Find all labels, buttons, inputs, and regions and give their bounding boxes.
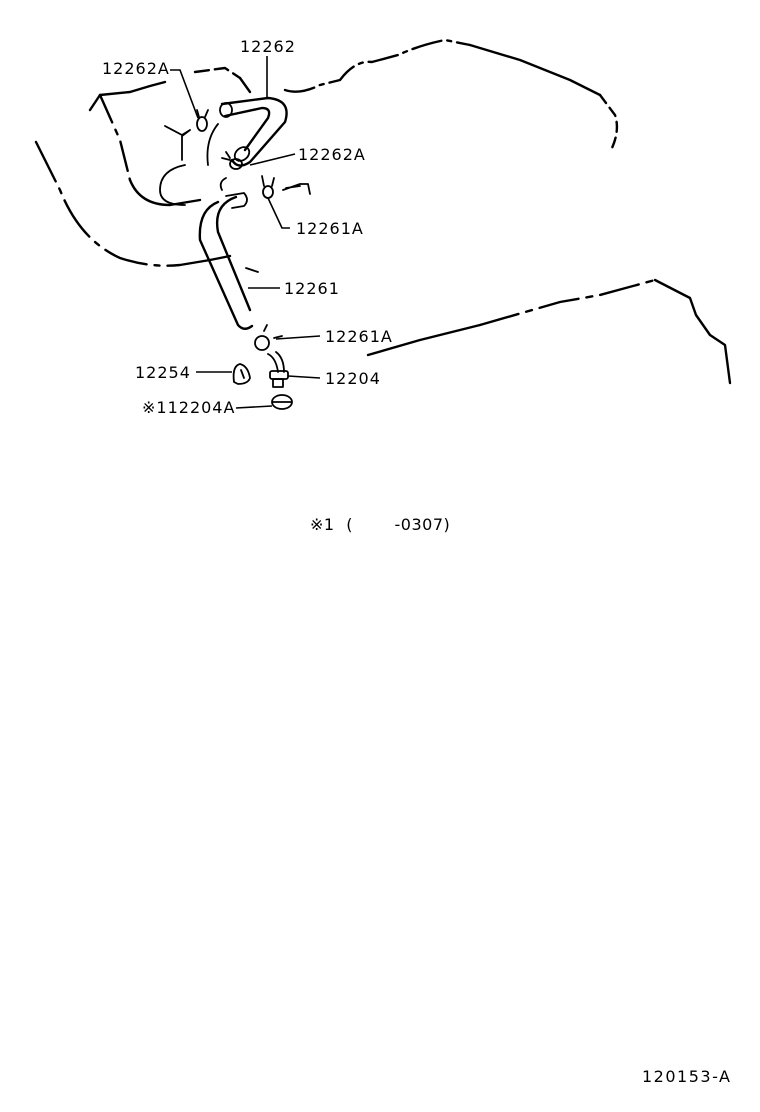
footnote-open-paren: (: [346, 515, 353, 534]
ring-112204A: [271, 394, 293, 410]
figure-code: 120153-A: [642, 1067, 732, 1086]
leader-lines: [170, 56, 321, 409]
grommet-12254: [232, 363, 251, 385]
label-12262: 12262: [240, 37, 296, 56]
hose-12262: [206, 96, 288, 167]
clip-12261A-upper: [261, 175, 275, 199]
label-12254: 12254: [135, 363, 191, 382]
footnote: ※1 ( -0307): [310, 516, 450, 534]
label-112204A: ※112204A: [142, 398, 236, 417]
hook-fragment: [219, 177, 227, 191]
footnote-mark: ※1: [310, 515, 335, 534]
clip-12261A-lower: [254, 324, 283, 351]
label-12262A-top: 12262A: [102, 59, 170, 78]
label-12261A-upper: 12261A: [296, 219, 364, 238]
hose-12261: [198, 192, 259, 330]
label-12261: 12261: [284, 279, 340, 298]
footnote-range: -0307): [394, 515, 451, 534]
clip-12262A-right: [221, 151, 243, 170]
label-12261A-lower: 12261A: [325, 327, 393, 346]
valve-12204: [267, 351, 289, 388]
engine-outline: [34, 38, 732, 385]
bracket-fragment: [282, 183, 311, 195]
label-12204: 12204: [325, 369, 381, 388]
clip-12262A-top: [196, 109, 209, 132]
label-12262A-right: 12262A: [298, 145, 366, 164]
